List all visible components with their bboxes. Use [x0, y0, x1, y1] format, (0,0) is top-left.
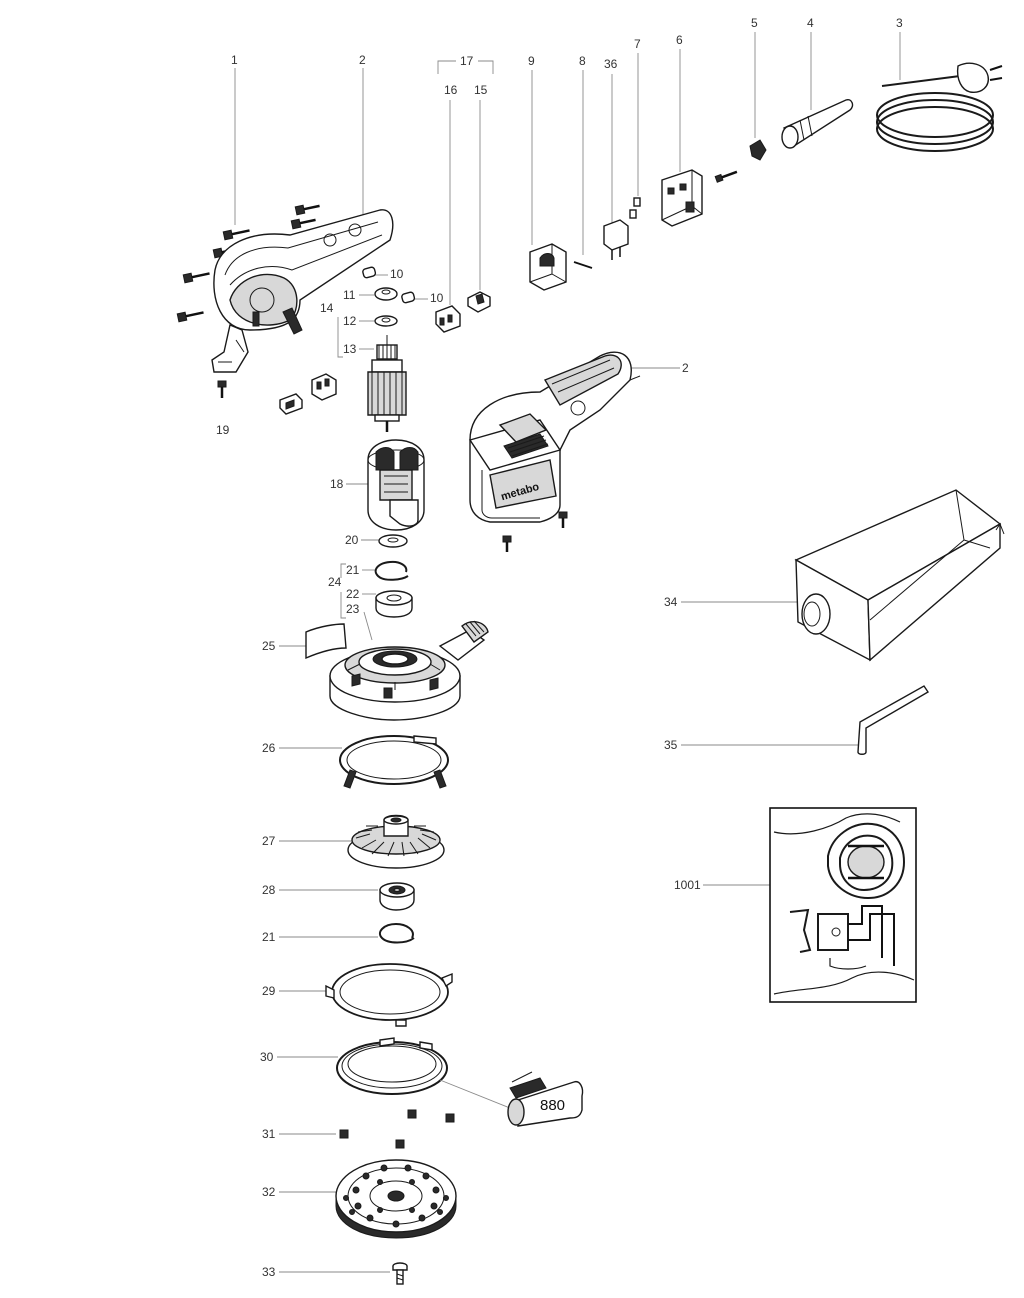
wiring-diagram-1001 — [769, 807, 917, 1003]
part-label-6: 6 — [676, 33, 683, 47]
part-label-30: 30 — [260, 1050, 274, 1064]
part-label-20: 20 — [345, 533, 359, 547]
housing-shell-left — [211, 209, 394, 373]
cable-clamp-5 — [749, 139, 767, 161]
part-label-18: 18 — [330, 477, 344, 491]
circlip-21-upper — [374, 560, 409, 581]
bushing-10-upper — [362, 266, 377, 279]
screws-part-1 — [176, 204, 320, 323]
washer-12 — [374, 315, 398, 327]
hex-key-35 — [857, 685, 929, 755]
part-label-24: 24 — [328, 575, 342, 589]
part-label-13: 13 — [343, 342, 357, 356]
part-label-1: 1 — [231, 53, 238, 67]
part-label-12: 12 — [343, 314, 357, 328]
fan-housing-23 — [329, 620, 489, 721]
part-label-21-lower: 21 — [262, 930, 276, 944]
part-label-28: 28 — [262, 883, 276, 897]
part-label-26: 26 — [262, 741, 276, 755]
grease-tube-text: 880 — [540, 1097, 565, 1114]
part-label-25: 25 — [262, 639, 276, 653]
terminals-7 — [629, 197, 641, 219]
power-cord-3 — [876, 62, 1003, 152]
part-label-29: 29 — [262, 984, 276, 998]
part-label-22: 22 — [346, 587, 360, 601]
part-label-2-housing: 2 — [359, 53, 366, 67]
bushing-10-lower — [401, 291, 416, 304]
part-label-34: 34 — [664, 595, 678, 609]
screw-33 — [392, 1262, 408, 1285]
part-label-14: 14 — [320, 301, 334, 315]
part-label-5: 5 — [751, 16, 758, 30]
brush-parts-left — [279, 373, 337, 415]
part-label-11: 11 — [343, 288, 356, 302]
circlip-21-lower — [378, 922, 415, 944]
label-group-armature: 10 10 11 14 12 13 — [320, 267, 444, 358]
bearing-11 — [374, 287, 398, 301]
part-label-8: 8 — [579, 54, 586, 68]
part-label-31: 31 — [262, 1127, 276, 1141]
part-label-19: 19 — [216, 423, 230, 437]
part-label-32: 32 — [262, 1185, 276, 1199]
part-label-2-assembled: 2 — [682, 361, 689, 375]
part-label-10-lower: 10 — [430, 291, 444, 305]
switch-6 — [661, 169, 703, 227]
part-label-10-upper: 10 — [390, 267, 404, 281]
capacitor-9 — [529, 243, 567, 291]
part-label-7: 7 — [634, 37, 641, 51]
part-label-33: 33 — [262, 1265, 276, 1279]
part-label-21-upper: 21 — [346, 563, 360, 577]
label-sticker-25 — [305, 623, 347, 660]
grease-tube-880: 880 — [507, 1071, 584, 1127]
bearing-22 — [375, 590, 413, 618]
part-label-9: 9 — [528, 54, 535, 68]
assembled-screws — [502, 511, 568, 552]
ring-26 — [339, 735, 449, 789]
brush-holder-16 — [435, 305, 461, 333]
part-label-1001: 1001 — [674, 878, 701, 892]
part-label-4: 4 — [807, 16, 814, 30]
seal-ring-29 — [325, 963, 453, 1027]
part-label-36: 36 — [604, 57, 618, 71]
eccentric-bearing-28 — [379, 882, 415, 911]
carbon-brush-15 — [467, 291, 491, 313]
electronics-36 — [603, 219, 629, 260]
part-label-35: 35 — [664, 738, 678, 752]
pin-8 — [573, 261, 593, 269]
part-label-17: 17 — [460, 54, 474, 68]
fan-27 — [347, 814, 445, 869]
brake-ring-30 — [336, 1037, 448, 1095]
part-label-15: 15 — [474, 83, 488, 97]
armature-13 — [367, 335, 407, 432]
part-label-3: 3 — [896, 16, 903, 30]
screws-31 — [339, 1109, 455, 1149]
part-label-27: 27 — [262, 834, 276, 848]
field-coil-18 — [367, 439, 425, 531]
screw-near-switch — [714, 170, 738, 183]
screw-19 — [217, 380, 227, 398]
dust-box-34 — [794, 489, 1005, 662]
cable-sleeve-4 — [781, 98, 854, 149]
sanding-pad-32 — [335, 1159, 457, 1239]
label-group-top: 1 2 17 16 15 9 8 36 7 6 5 4 3 — [231, 16, 903, 305]
housing-assembled-2: metabo — [468, 351, 641, 523]
part-label-16: 16 — [444, 83, 458, 97]
washer-20 — [378, 534, 408, 548]
part-label-23: 23 — [346, 602, 360, 616]
